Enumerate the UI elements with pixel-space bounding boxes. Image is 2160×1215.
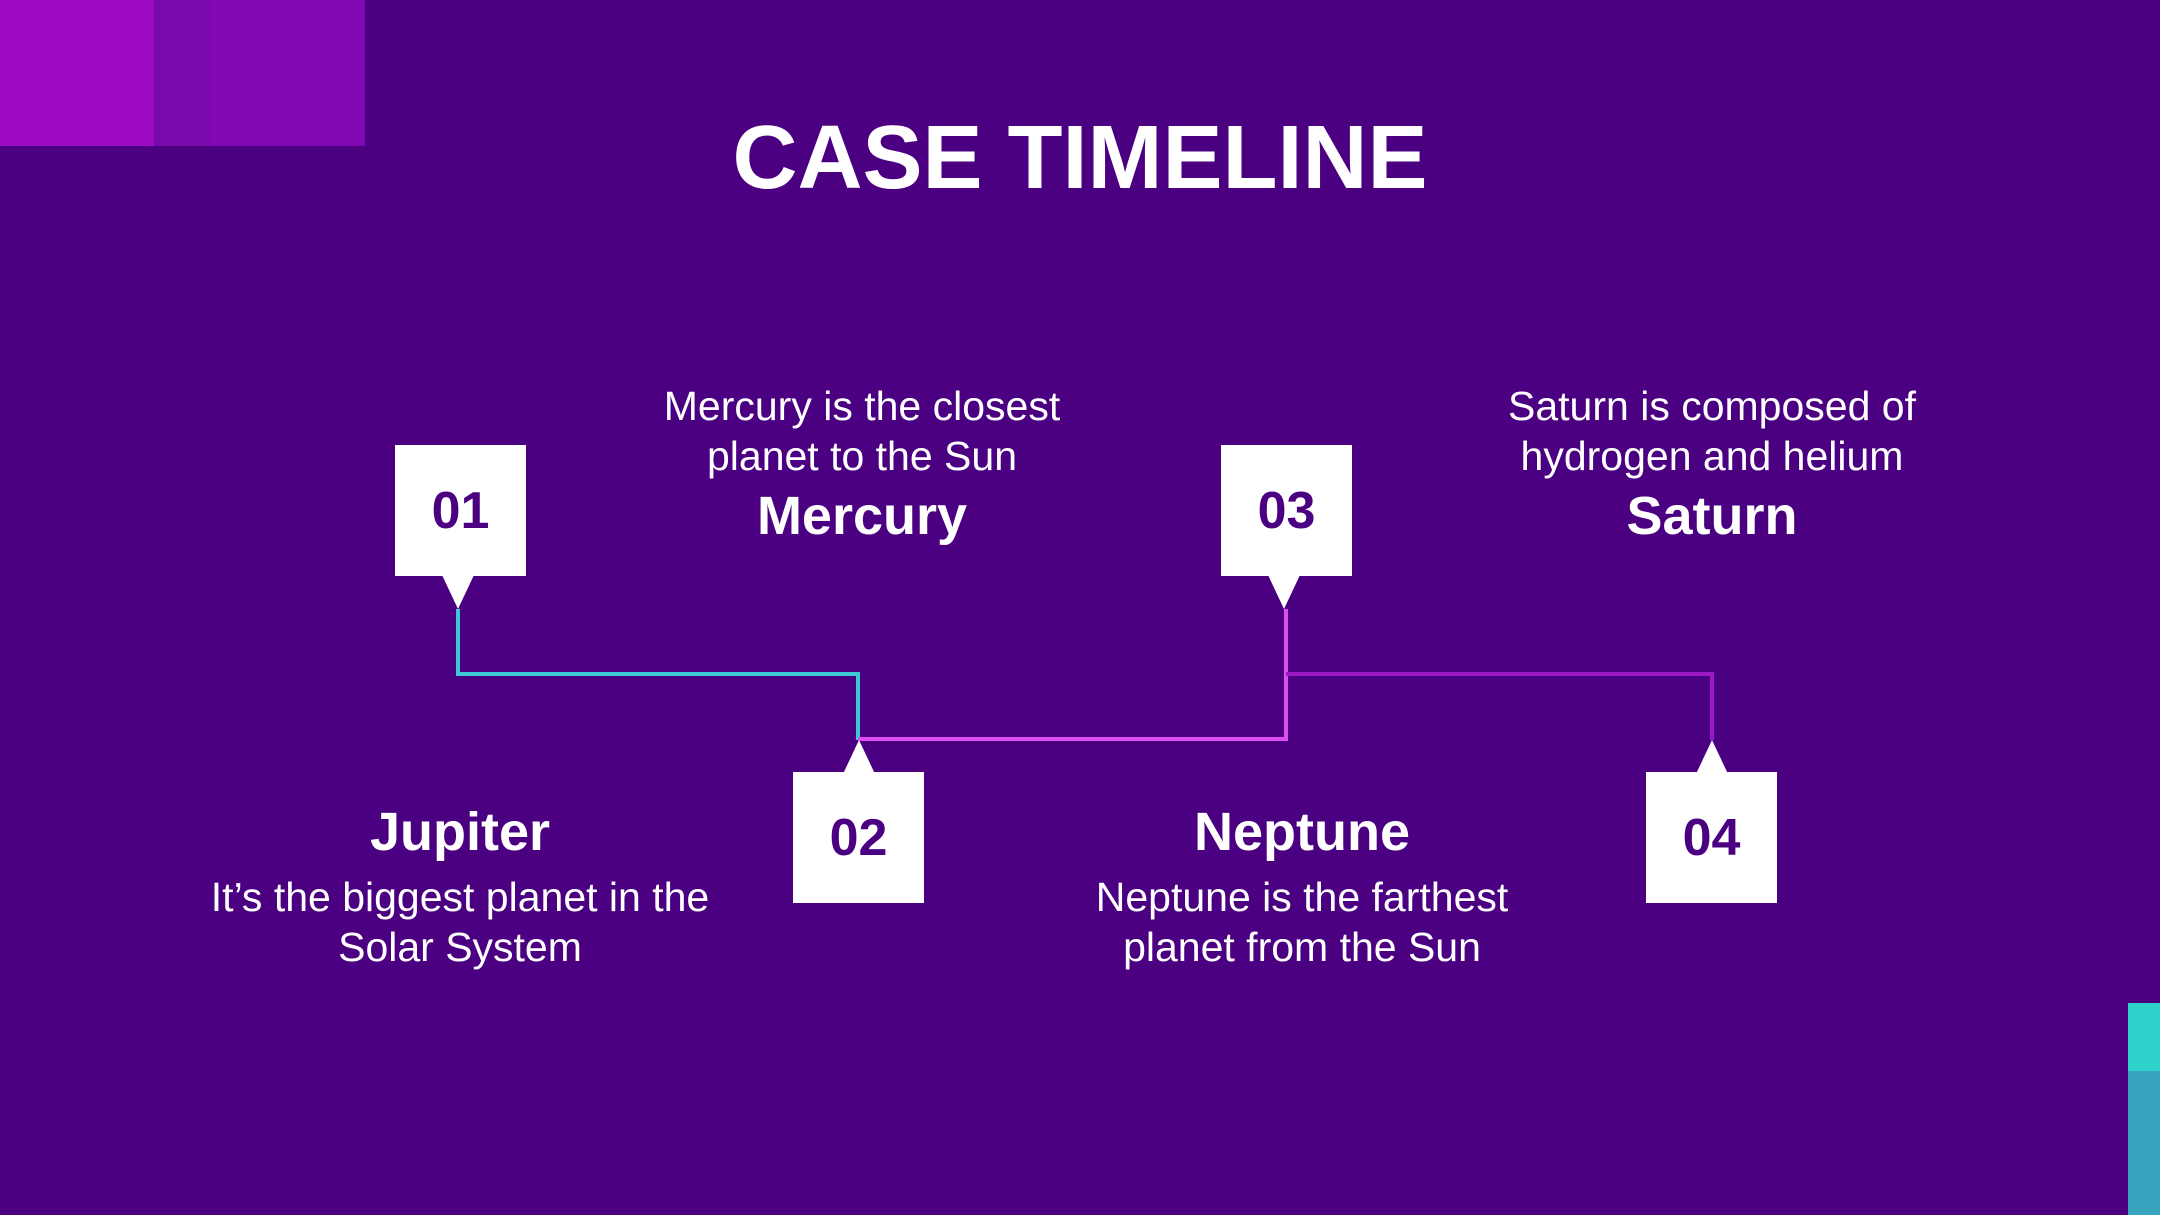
connector-02-03 <box>858 609 1288 741</box>
page-title: CASE TIMELINE <box>732 108 1428 208</box>
milestone-04-name: Saturn <box>1626 486 1798 546</box>
corner-decoration-stripe <box>154 0 211 146</box>
milestone-01-name: Jupiter <box>369 802 551 862</box>
milestone-02-name: Mercury <box>756 486 968 546</box>
milestone-04-number: 04 <box>1682 808 1741 867</box>
corner-decoration-accent <box>0 0 154 146</box>
milestone-02-number: 02 <box>829 808 888 867</box>
side-decoration-top <box>2128 1003 2160 1071</box>
milestone-01-box: 01 <box>395 445 526 576</box>
milestone-03-description: Neptune is the farthest planet from the … <box>1095 874 1509 970</box>
connector-03-04 <box>1286 672 1714 740</box>
milestone-03-number: 03 <box>1257 481 1316 540</box>
pointer-01 <box>442 575 474 609</box>
milestone-02-box: 02 <box>793 772 924 903</box>
milestone-01-number: 01 <box>431 481 490 540</box>
pointer-04 <box>1696 740 1728 774</box>
milestone-01-description: It’s the biggest planet in the Solar Sys… <box>210 874 710 970</box>
pointer-03 <box>1268 575 1300 609</box>
pointer-02 <box>843 740 875 774</box>
milestone-04-box: 04 <box>1646 772 1777 903</box>
connector-01-02 <box>456 609 860 740</box>
milestone-03-box: 03 <box>1221 445 1352 576</box>
milestone-03-name: Neptune <box>1194 802 1410 862</box>
side-decoration-bottom <box>2128 1071 2160 1215</box>
milestone-02-description: Mercury is the closest planet to the Sun <box>663 383 1061 479</box>
milestone-04-description: Saturn is composed of hydrogen and heliu… <box>1508 383 1916 479</box>
